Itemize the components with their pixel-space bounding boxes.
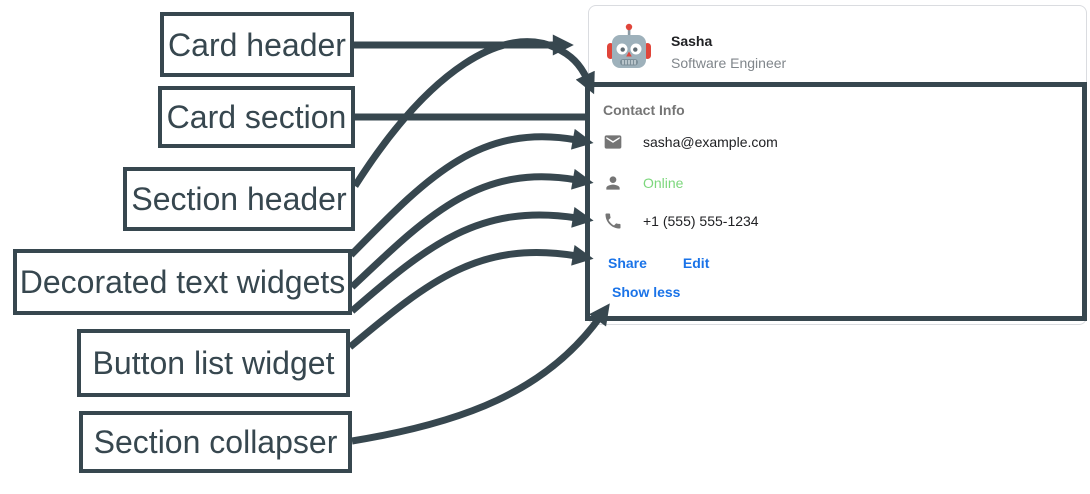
label-button-list-widget: Button list widget [77, 329, 350, 397]
arrow-section-collapser [351, 303, 610, 445]
section-collapser-button[interactable]: Show less [612, 284, 681, 300]
arrow-decorated-text-2 [349, 168, 594, 290]
arrow-decorated-text-3 [349, 206, 594, 314]
decorated-text-status: Online [603, 173, 683, 193]
share-button[interactable]: Share [608, 255, 647, 271]
decorated-text-email: sasha@example.com [603, 132, 778, 152]
label-section-collapser: Section collapser [79, 411, 352, 473]
email-icon [604, 135, 622, 149]
label-decorated-text-widgets: Decorated text widgets [13, 249, 352, 315]
arrow-button-list [347, 244, 594, 350]
card-header-title: Sasha [671, 33, 713, 49]
label-card-section: Card section [158, 86, 355, 148]
label-section-header: Section header [123, 167, 355, 231]
robot-avatar [607, 23, 651, 68]
phone-icon [605, 213, 621, 229]
card-section: Contact Info sasha@example.com Online +1… [585, 82, 1087, 321]
label-card-header: Card header [160, 12, 354, 77]
card-header-subtitle: Software Engineer [671, 55, 787, 71]
decorated-text-phone: +1 (555) 555-1234 [603, 211, 759, 231]
section-header-title: Contact Info [603, 102, 685, 118]
status-text: Online [643, 175, 684, 191]
arrow-section-header [352, 38, 595, 188]
person-icon [606, 176, 620, 190]
button-list: Share Edit [608, 255, 709, 271]
arrow-decorated-text-1 [348, 128, 594, 258]
edit-button[interactable]: Edit [682, 255, 710, 271]
email-text: sasha@example.com [643, 134, 778, 150]
phone-text: +1 (555) 555-1234 [643, 213, 759, 229]
